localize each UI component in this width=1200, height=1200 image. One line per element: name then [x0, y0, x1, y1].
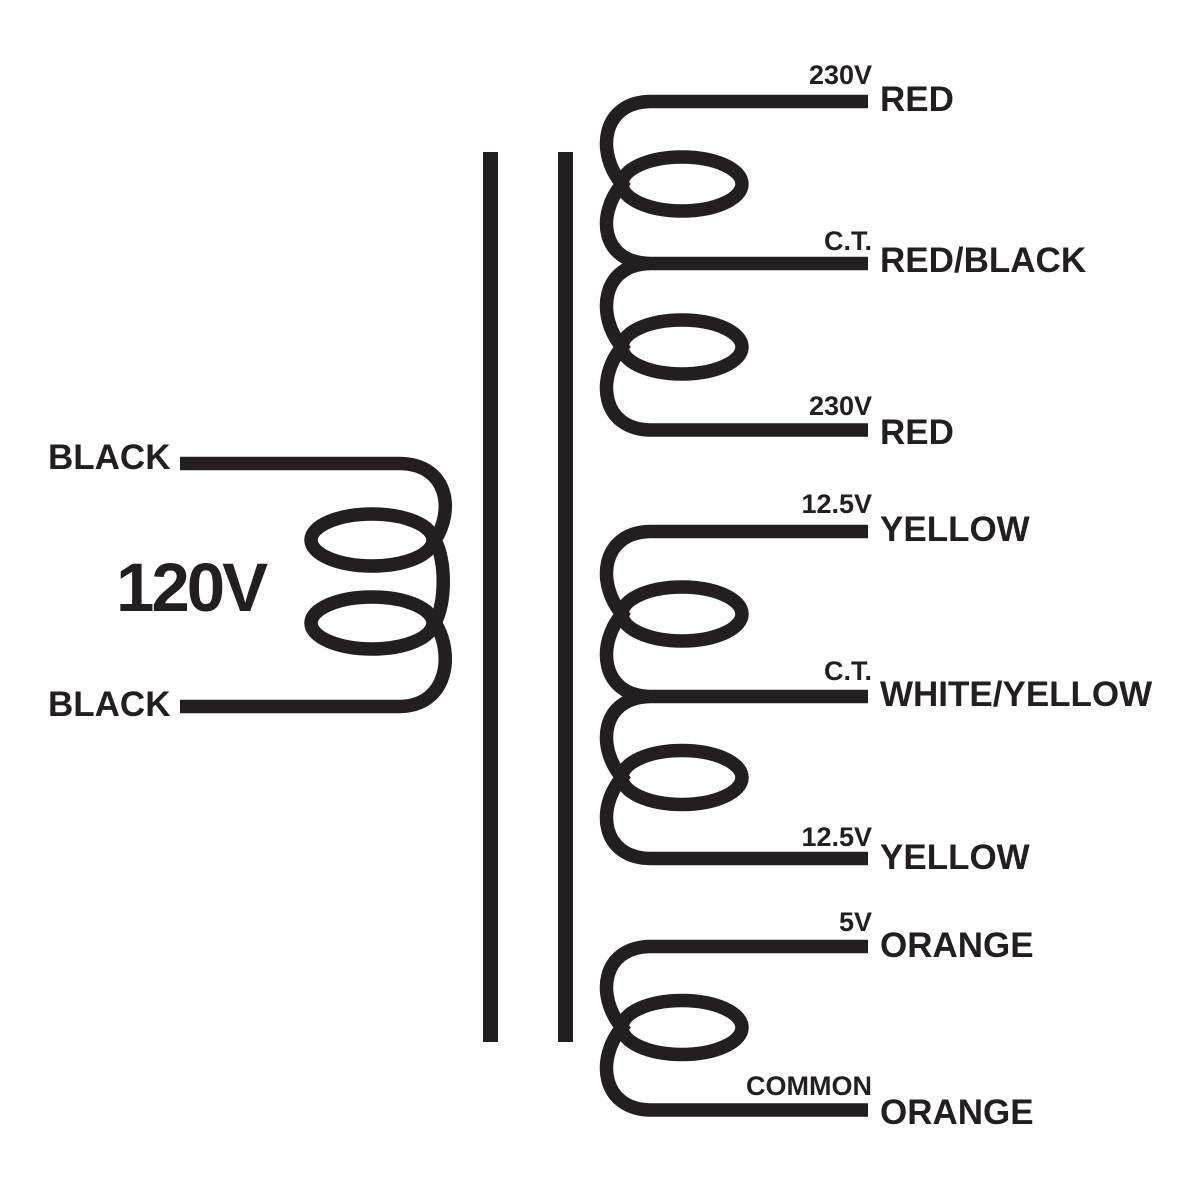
secondary-1-coil-wire [599, 94, 868, 437]
primary-coil-turn-1 [304, 507, 440, 573]
tap-voltage-label-230v-top: 230V [808, 60, 872, 90]
tap-voltage-label-230v-bottom: 230V [808, 391, 872, 421]
wire-color-label-yellow-top: YELLOW [880, 510, 1030, 549]
tap-voltage-label-ct-2: C.T. [823, 656, 872, 686]
wire-color-label-orange-top: ORANGE [880, 926, 1034, 965]
primary-coil-turn-2 [304, 590, 440, 656]
secondary-2-turn-2 [615, 743, 749, 812]
tap-voltage-label-5v: 5V [838, 907, 872, 937]
wire-color-label-red-top: RED [880, 80, 954, 119]
tap-voltage-label-ct-1: C.T. [823, 226, 872, 256]
wire-color-label-red-black: RED/BLACK [880, 241, 1087, 280]
primary-coil-wire [180, 456, 453, 714]
wire-color-label-red-bottom: RED [880, 413, 954, 452]
wire-color-label-orange-bottom: ORANGE [880, 1093, 1034, 1132]
tap-voltage-label-125v-bottom: 12.5V [801, 822, 872, 852]
primary-voltage-label: 120V [116, 549, 268, 626]
tap-voltage-label-125v-top: 12.5V [801, 489, 872, 519]
wire-color-label-yellow-bottom: YELLOW [880, 838, 1030, 877]
primary-winding [180, 456, 453, 714]
primary-lead-label-bottom: BLACK [48, 685, 171, 724]
secondary-winding-3 [599, 939, 868, 1117]
secondary-2-coil-wire [599, 524, 868, 866]
secondary-2-turn-1 [615, 580, 749, 648]
wire-color-label-white-yellow: WHITE/YELLOW [880, 675, 1153, 714]
secondary-3-turn-1 [615, 993, 749, 1062]
secondary-1-turn-2 [615, 313, 749, 381]
primary-lead-label-top: BLACK [48, 438, 171, 477]
secondary-1-turn-1 [615, 150, 749, 218]
tap-voltage-label-common: COMMON [746, 1071, 872, 1101]
transformer-core [483, 152, 573, 1042]
secondary-winding-2 [599, 524, 868, 866]
secondary-winding-1 [599, 94, 868, 437]
